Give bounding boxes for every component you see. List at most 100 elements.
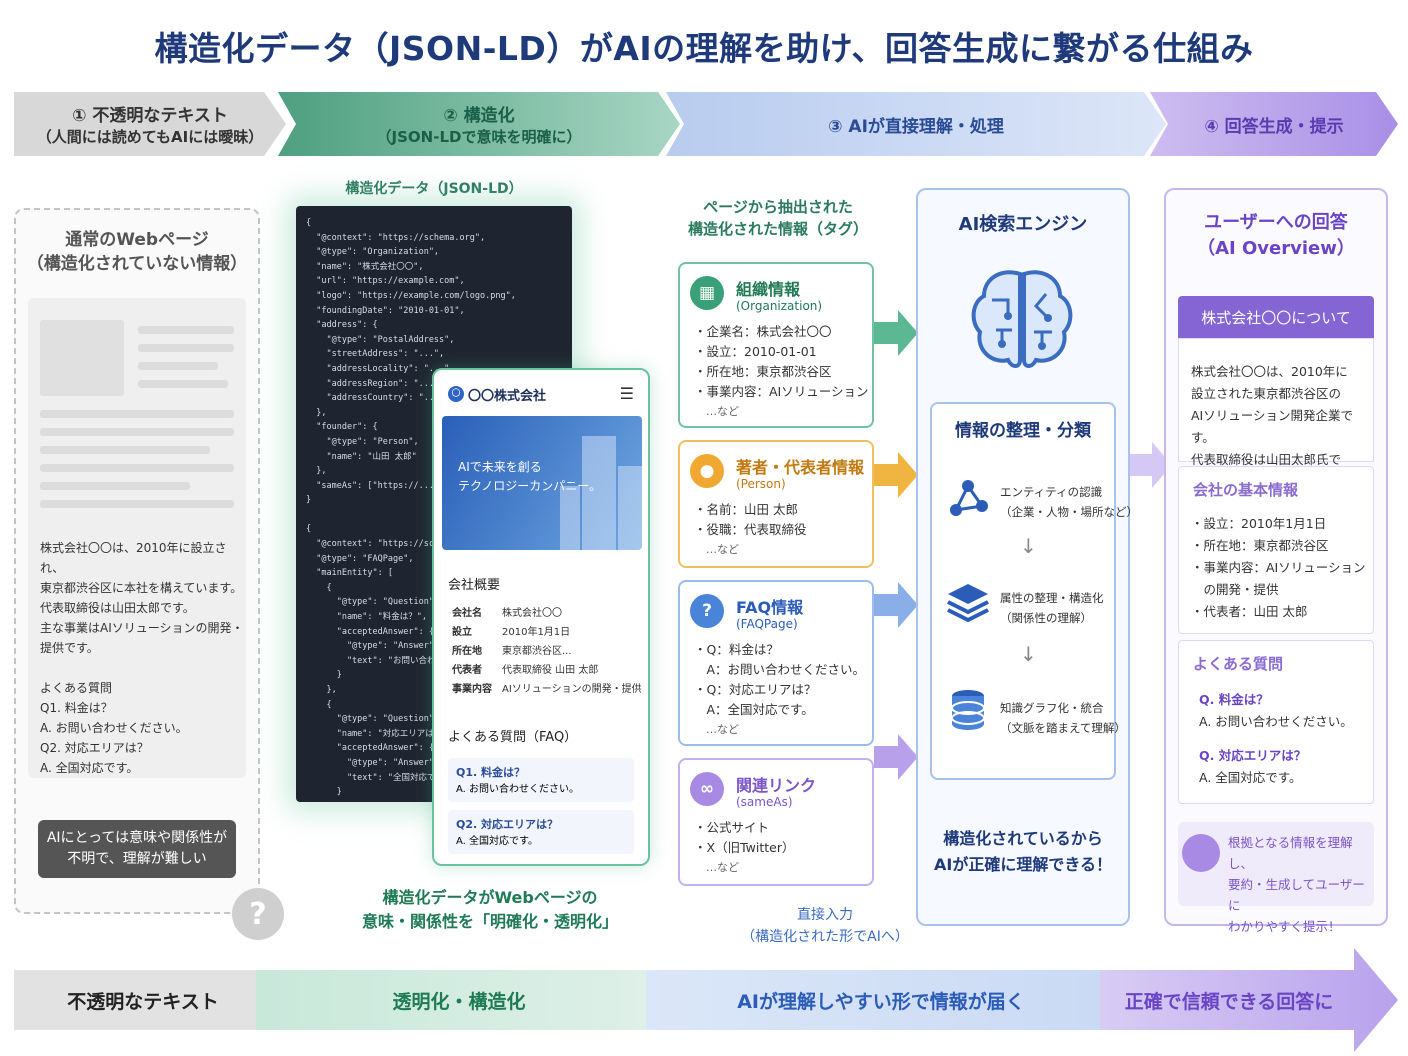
faq-heading: よくある質問 bbox=[40, 681, 113, 695]
structuring-caption: 構造化データがWebページの 意味・関係性を「明確化・透明化」 bbox=[300, 886, 680, 934]
note-line1: AIにとっては意味や関係性が bbox=[46, 830, 228, 846]
text-line bbox=[40, 500, 234, 508]
company-name: 〇〇株式会社 bbox=[468, 389, 547, 404]
tag-title: 著者・代表者情報 bbox=[736, 458, 865, 477]
faq-line: A. お問い合わせください。 bbox=[40, 721, 188, 735]
tag-subtitle: (FAQPage) bbox=[736, 617, 798, 631]
info-line: ・設立：2010年1月1日 bbox=[1191, 516, 1327, 531]
unstructured-title-line1: 通常のWebページ bbox=[65, 230, 209, 250]
tag-more: …など bbox=[706, 861, 739, 874]
stage-label: AIが理解しやすい形で情報が届く bbox=[737, 990, 1025, 1013]
text-line bbox=[40, 410, 234, 418]
faq-line: Q1. 料金は？ bbox=[40, 701, 113, 715]
arrow-right-icon bbox=[874, 310, 918, 356]
unstructured-title-line2: （構造化されていない情報） bbox=[26, 254, 248, 274]
stage-label: 不透明なテキスト bbox=[67, 990, 219, 1013]
hero-line1: AIで未来を創る bbox=[458, 460, 542, 474]
caption-line2: AIが正確に理解できる！ bbox=[933, 855, 1113, 874]
tag-line: A：全国対応です。 bbox=[694, 702, 814, 717]
question-mark-icon: ? bbox=[232, 888, 284, 940]
user-avatar-icon bbox=[1182, 834, 1220, 872]
step-3-banner: ③ AIが直接理解・処理 bbox=[666, 92, 1166, 156]
process-line1: 知識グラフ化・統合 bbox=[1000, 701, 1104, 715]
tag-line: ・X（旧Twitter） bbox=[694, 840, 795, 855]
table-row: 会社名株式会社〇〇 bbox=[452, 604, 642, 623]
tag-sameas: ∞ 関連リンク (sameAs) ・公式サイト ・X（旧Twitter） …など bbox=[678, 758, 874, 886]
caption-line1: 構造化されているから bbox=[943, 829, 1103, 848]
process-item-attributes: 属性の整理・構造化 （関係性の理解） bbox=[1000, 588, 1104, 628]
body-line: 代表取締役は山田太郎です。 bbox=[40, 601, 195, 615]
image-placeholder bbox=[40, 320, 124, 396]
row-value: 2010年1月1日 bbox=[502, 627, 571, 638]
tag-line: ・所在地：東京都渋谷区 bbox=[694, 364, 832, 379]
faq-question: Q1. 料金は？ bbox=[456, 766, 526, 779]
row-key: 会社名 bbox=[452, 608, 482, 619]
step-1-subtitle: （人間には読めてもAIには曖昧） bbox=[36, 128, 264, 146]
faq-item[interactable]: Q2. 対応エリアは？ A. 全国対応です。 bbox=[448, 810, 634, 854]
note-line: わかりやすく提示！ bbox=[1228, 919, 1341, 934]
step-2-title: ② 構造化 bbox=[443, 106, 515, 126]
tag-faqpage: ? FAQ情報 (FAQPage) ・Q：料金は？ A：お問い合わせください。 … bbox=[678, 580, 874, 746]
bottom-stage-structured: 透明化・構造化 bbox=[256, 970, 662, 1030]
stage-label: 透明化・構造化 bbox=[392, 990, 526, 1013]
tag-body: ・Q：料金は？ A：お問い合わせください。 ・Q：対応エリアは？ A：全国対応で… bbox=[694, 640, 865, 740]
tag-title: 組織情報 bbox=[736, 280, 801, 299]
table-row: 所在地東京都渋谷区... bbox=[452, 642, 642, 661]
faq-answer: A. 全国対応です。 bbox=[456, 836, 539, 847]
bottom-stage-opaque: 不透明なテキスト bbox=[14, 970, 272, 1030]
person-icon: ● bbox=[690, 454, 724, 488]
tag-line: A：お問い合わせください。 bbox=[694, 662, 866, 677]
step-1-banner: ① 不透明なテキスト （人間には読めてもAIには曖昧） bbox=[14, 92, 286, 156]
arrow-right-icon bbox=[874, 582, 918, 628]
stage-label: 正確で信頼できる回答に bbox=[1124, 990, 1334, 1013]
text-line bbox=[138, 380, 228, 388]
hero-line2: テクノロジーカンパニー。 bbox=[458, 479, 602, 493]
row-key: 設立 bbox=[452, 627, 472, 638]
tag-more: …など bbox=[706, 543, 739, 556]
tag-line: ・公式サイト bbox=[694, 820, 770, 835]
step-2-subtitle: （JSON-LDで意味を明確に） bbox=[376, 128, 582, 146]
step-3-title: ③ AIが直接理解・処理 bbox=[828, 116, 1004, 137]
arrow-right-icon bbox=[874, 734, 918, 780]
entity-graph-icon bbox=[950, 480, 988, 516]
info-line: ・所在地：東京都渋谷区 bbox=[1191, 538, 1329, 553]
row-value: 代表取締役 山田 太郎 bbox=[502, 665, 599, 676]
faq-line: Q2. 対応エリアは？ bbox=[40, 741, 149, 755]
info-title: 会社の基本情報 bbox=[1193, 481, 1299, 499]
json-ld-code: { "@context": "https://schema.org", "@ty… bbox=[306, 218, 516, 802]
caption-line2: （構造化された形でAIへ） bbox=[741, 929, 909, 945]
faq-line: A. 全国対応です。 bbox=[40, 761, 139, 775]
process-item-knowledge-graph: 知識グラフ化・統合 （文脈を踏まえて理解） bbox=[1000, 698, 1126, 738]
faq-item: Q. 対応エリアは？ A. 全国対応です。 bbox=[1199, 745, 1306, 789]
text-line bbox=[138, 326, 234, 334]
building-shape bbox=[582, 436, 616, 550]
tag-more: …など bbox=[706, 723, 739, 736]
faq-question: Q. 対応エリアは？ bbox=[1199, 748, 1307, 763]
question-icon: ? bbox=[690, 594, 724, 628]
faq-item[interactable]: Q1. 料金は？ A. お問い合わせください。 bbox=[448, 758, 634, 802]
link-icon: ∞ bbox=[690, 772, 724, 806]
tag-more: …など bbox=[706, 405, 739, 418]
spacer bbox=[40, 658, 250, 678]
caption-line2: 意味・関係性を「明確化・透明化」 bbox=[361, 912, 618, 931]
faq-question: Q. 料金は？ bbox=[1199, 692, 1269, 707]
organize-classify-title: 情報の整理・分類 bbox=[955, 421, 1091, 441]
info-line: ・事業内容：AIソリューション bbox=[1191, 560, 1366, 575]
body-line: 株式会社〇〇は、2010年に設立され、 bbox=[40, 541, 227, 575]
step-4-banner: ④ 回答生成・提示 bbox=[1150, 92, 1398, 156]
process-item-entity: エンティティの認識 （企業・人物・場所など） bbox=[1000, 482, 1138, 522]
company-logo-icon: 〇 bbox=[448, 386, 464, 402]
note-line: 根拠となる情報を理解し、 bbox=[1228, 835, 1353, 871]
faq-answer: A. 全国対応です。 bbox=[1199, 770, 1302, 785]
arrow-right-icon bbox=[874, 452, 918, 498]
hamburger-menu-icon[interactable]: ☰ bbox=[619, 384, 634, 403]
tag-body: ・公式サイト ・X（旧Twitter） …など bbox=[694, 818, 794, 878]
layers-icon bbox=[947, 584, 989, 623]
tag-subtitle: (sameAs) bbox=[736, 795, 793, 809]
info-line: ・代表者：山田 太郎 bbox=[1191, 604, 1308, 619]
faq-item: Q. 料金は？ A. お問い合わせください。 bbox=[1199, 689, 1353, 733]
faq-answer: A. お問い合わせください。 bbox=[1199, 714, 1353, 729]
text-line bbox=[40, 446, 210, 454]
tag-title: FAQ情報 bbox=[736, 598, 804, 617]
